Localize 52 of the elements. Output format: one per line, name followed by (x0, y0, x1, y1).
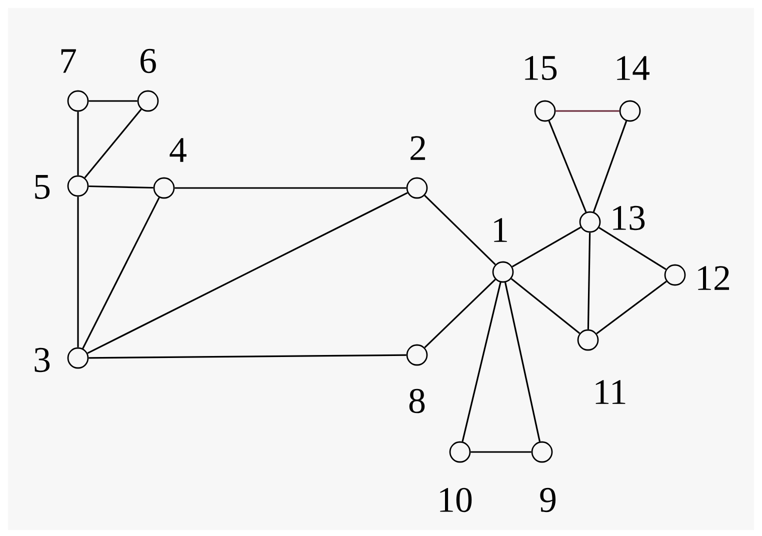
node-label: 12 (698, 266, 730, 290)
edge-line (587, 232, 591, 330)
node-label: 13 (613, 206, 645, 230)
vertex: 10 (440, 441, 472, 512)
vertex: 12 (664, 264, 730, 290)
vertex: 8 (406, 344, 428, 414)
node-label: 3 (34, 348, 50, 372)
node-label: 9 (540, 488, 556, 512)
edge-line (548, 120, 587, 212)
edge-line (596, 280, 667, 334)
node-label: 2 (410, 136, 426, 160)
edge-line (88, 354, 406, 359)
vertex: 11 (577, 329, 626, 404)
edge-line (598, 226, 666, 270)
edge-line (424, 194, 496, 266)
edge-line (504, 282, 541, 442)
node-label: 11 (596, 380, 626, 404)
edge-line (77, 196, 79, 348)
edge-line (462, 282, 502, 442)
node-label: 4 (170, 138, 186, 162)
edge-line (470, 451, 532, 453)
vertex: 15 (525, 56, 557, 122)
vertex: 1 (492, 218, 514, 283)
node-label: 10 (440, 488, 472, 512)
edge-line (592, 120, 628, 212)
vertex: 7 (61, 49, 89, 112)
vertex: 9 (531, 441, 556, 512)
edge-line (77, 112, 79, 176)
edge-line (88, 100, 138, 102)
edge-line (512, 226, 582, 268)
node-label: 7 (61, 49, 76, 73)
node-label: 5 (35, 175, 50, 199)
vertex: 13 (579, 206, 645, 233)
vertex: 6 (137, 48, 159, 112)
edge-line (556, 110, 620, 112)
edge-line (174, 187, 406, 189)
vertex: 4 (153, 138, 186, 199)
vertex: 5 (35, 175, 89, 199)
node-label: 14 (617, 56, 650, 80)
node-label: 15 (525, 56, 557, 80)
edge-line (424, 278, 496, 348)
vertex: 2 (406, 136, 428, 199)
vertex: 14 (617, 56, 650, 122)
edge-line (87, 192, 408, 354)
node-label: 1 (494, 218, 507, 242)
node-label: 6 (140, 48, 156, 74)
edge-line (82, 197, 160, 349)
edge-line (88, 185, 154, 189)
edge-line (510, 278, 580, 334)
vertex: 3 (34, 347, 89, 372)
edge-line (84, 108, 142, 178)
node-label: 8 (409, 388, 425, 414)
